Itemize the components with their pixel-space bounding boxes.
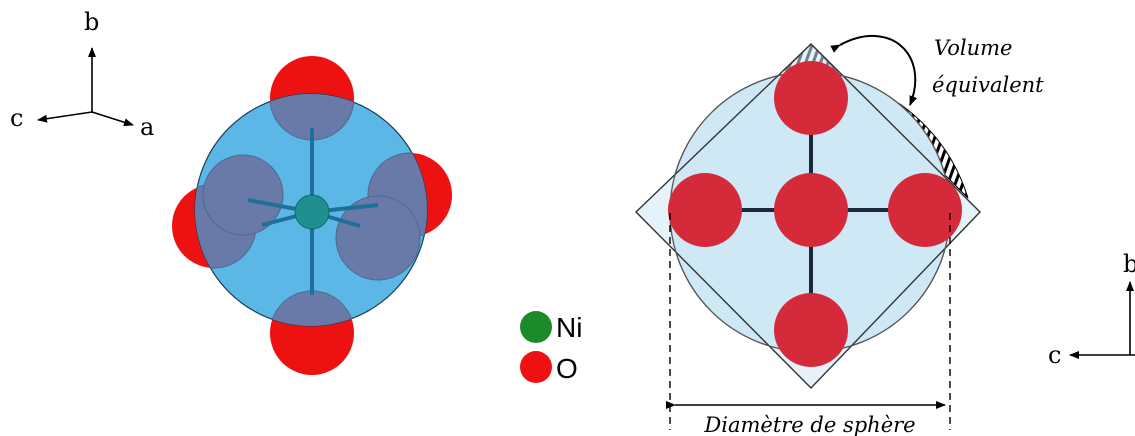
oxygen-atom-center-right [774,173,848,247]
oxygen-atom-top-right [774,61,848,135]
octahedron-sphere-left [172,56,452,375]
axes-triad-right: b c [1048,250,1135,369]
axis-label-c-left: c [10,104,23,132]
legend-swatch-o [520,351,552,383]
legend: Ni O [520,311,582,384]
curved-arrow [830,34,918,106]
legend-label-ni: Ni [556,312,582,343]
oxygen-atom-right-right [888,173,962,247]
oxygen-atom-left-back [202,154,284,236]
equivalent-volume-label-line2: équivalent [932,73,1044,97]
legend-label-o: O [556,353,578,384]
nickel-atom [294,194,330,230]
axis-label-b-right: b [1123,250,1135,278]
axis-label-c-right: c [1048,341,1061,369]
oxygen-atom-bottom-right [774,293,848,367]
sphere-diameter-label: Diamètre de sphère [703,413,915,436]
oxygen-atom-left-right [668,173,742,247]
projection-right: Diamètre de sphère Volume équivalent [635,34,1044,436]
axis-label-a-left: a [140,113,154,141]
axis-label-b-left: b [84,8,99,36]
legend-swatch-ni [520,311,552,343]
equivalent-volume-label-line1: Volume [934,36,1012,60]
axes-triad-left: b c a [10,8,154,141]
